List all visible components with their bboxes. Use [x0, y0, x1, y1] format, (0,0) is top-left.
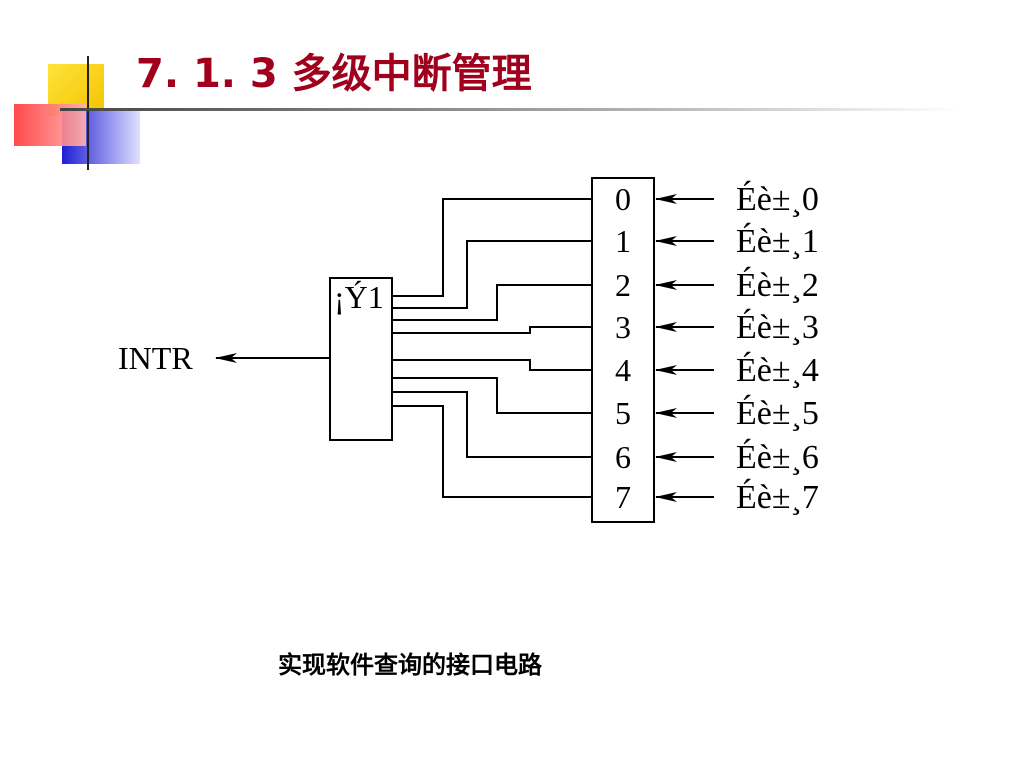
device-label: Éè±¸1	[736, 223, 819, 260]
register-bit: 6	[615, 439, 631, 475]
device-label: Éè±¸4	[736, 352, 819, 389]
register-bit: 1	[615, 223, 631, 259]
wire-bit-3	[392, 326, 592, 334]
wire-bit-4	[392, 359, 592, 371]
header-decoration	[14, 56, 960, 170]
device-label: Éè±¸3	[736, 309, 819, 346]
register-bit: 5	[615, 395, 631, 431]
wire-bit-0	[392, 198, 592, 297]
diagram-caption: 实现软件查询的接口电路	[278, 651, 542, 679]
register-bit: 0	[615, 181, 631, 217]
register-bit: 2	[615, 267, 631, 303]
register-bit: 3	[615, 309, 631, 345]
slide-title: 7. 1. 3 多级中断管理	[136, 51, 532, 97]
or-gate-label: ¡Ý1	[334, 279, 384, 315]
register-bit: 4	[615, 352, 631, 388]
register-bit: 7	[615, 479, 631, 515]
device-label: Éè±¸2	[736, 267, 819, 304]
wire-bit-6	[392, 391, 592, 458]
wire-bit-2	[392, 284, 592, 321]
register-bit-labels: 0 1 2 3 4 5 6 7	[615, 181, 631, 515]
device-label: Éè±¸0	[736, 181, 819, 218]
wire-bit-5	[392, 377, 592, 414]
device-label: Éè±¸7	[736, 479, 819, 516]
device-label: Éè±¸6	[736, 439, 819, 476]
wire-bit-1	[392, 240, 592, 309]
register-box	[591, 177, 655, 523]
intr-label: INTR	[118, 340, 193, 376]
device-labels: Éè±¸0 Éè±¸1 Éè±¸2 Éè±¸3 Éè±¸4 Éè±¸5 Éè±¸…	[736, 181, 819, 516]
header-horizontal-rule	[60, 108, 960, 111]
device-label: Éè±¸5	[736, 395, 819, 432]
wire-bit-7	[392, 405, 592, 498]
